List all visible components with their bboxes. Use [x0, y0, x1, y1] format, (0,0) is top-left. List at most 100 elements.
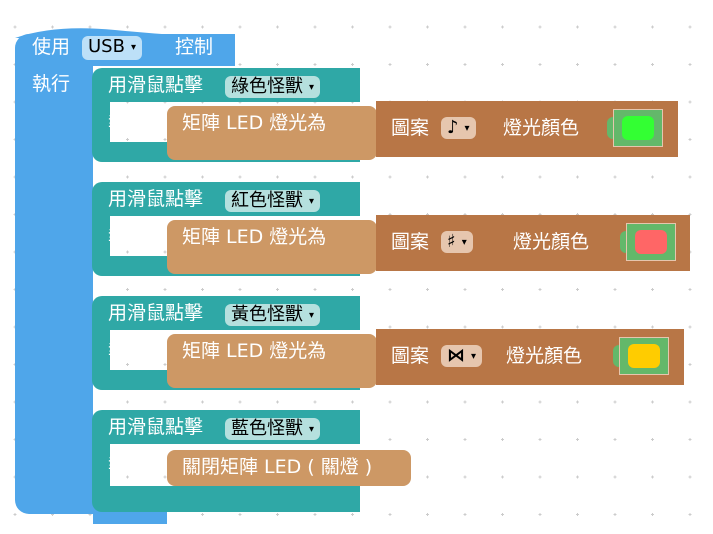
grid-dot: [351, 400, 354, 404]
grid-dot: [613, 25, 617, 29]
grid-dot: [313, 25, 317, 29]
event-label: 用滑鼠點擊: [108, 416, 204, 438]
grid-dot: [538, 288, 542, 291]
grid-dot: [576, 325, 579, 329]
pattern-icon: ♪: [447, 117, 459, 138]
grid-dot: [463, 63, 467, 66]
grid-dot: [426, 175, 429, 179]
pattern-dropdown[interactable]: ⋈▾: [441, 345, 483, 367]
grid-dot: [501, 25, 504, 29]
grid-dot: [576, 438, 579, 441]
grid-dot: [388, 400, 392, 404]
event-label: 用滑鼠點擊: [108, 74, 204, 96]
target-value: 紅色怪獸: [231, 190, 303, 211]
grid-dot: [688, 438, 692, 441]
target-value: 黃色怪獸: [231, 304, 303, 325]
grid-dot: [501, 63, 504, 66]
connection-value: USB: [88, 36, 125, 57]
grid-dot: [163, 25, 167, 29]
grid-dot: [463, 475, 467, 479]
grid-dot: [13, 25, 17, 29]
grid-dot: [463, 513, 467, 516]
grid-dot: [501, 325, 504, 329]
grid-dot: [163, 400, 167, 404]
grid-dot: [388, 63, 392, 66]
grid-dot: [313, 400, 317, 404]
target-value: 藍色怪獸: [231, 418, 303, 439]
target-dropdown[interactable]: 綠色怪獸▾: [225, 76, 321, 98]
color-block[interactable]: [619, 337, 669, 375]
turn-off-matrix-block[interactable]: [167, 450, 411, 486]
grid-dot: [501, 438, 504, 441]
grid-dot: [426, 25, 429, 29]
grid-dot: [126, 175, 129, 179]
event-do-label: 執行: [108, 454, 147, 476]
set-matrix-label: 矩陣 LED 燈光為: [182, 112, 327, 134]
grid-dot: [688, 25, 692, 29]
grid-dot: [538, 513, 542, 516]
set-matrix-block[interactable]: [167, 220, 377, 274]
grid-dot: [501, 513, 504, 516]
grid-dot: [163, 475, 167, 479]
pattern-label: 圖案: [391, 117, 430, 139]
grid-dot: [576, 175, 579, 179]
color-label: 燈光顏色: [506, 345, 583, 367]
grid-dot: [426, 438, 429, 441]
grid-dot: [538, 175, 542, 179]
connection-dropdown[interactable]: USB ▾: [82, 36, 142, 60]
grid-dot: [238, 63, 242, 66]
grid-dot: [88, 25, 92, 29]
grid-dot: [126, 475, 129, 479]
grid-dot: [463, 175, 467, 179]
grid-dot: [51, 25, 54, 29]
grid-dot: [313, 513, 317, 516]
chevron-down-icon: ▾: [130, 42, 136, 53]
color-block[interactable]: [626, 223, 676, 261]
grid-dot: [501, 400, 504, 404]
grid-dot: [276, 175, 279, 179]
grid-dot: [276, 400, 279, 404]
color-swatch[interactable]: [635, 230, 667, 254]
chevron-down-icon: ▾: [309, 82, 315, 93]
event-block-side: [92, 444, 110, 492]
grid-dot: [238, 25, 242, 29]
chevron-down-icon: ▾: [461, 237, 467, 248]
grid-dot: [576, 288, 579, 291]
event-block-side: [92, 102, 110, 148]
grid-dot: [313, 63, 317, 66]
grid-dot: [651, 438, 654, 441]
grid-dot: [613, 175, 617, 179]
root-do-label: 執行: [32, 73, 71, 95]
event-block-footer: [92, 486, 360, 512]
grid-dot: [688, 138, 692, 141]
grid-dot: [463, 288, 467, 291]
target-dropdown[interactable]: 黃色怪獸▾: [225, 304, 321, 326]
grid-dot: [388, 288, 392, 291]
grid-dot: [576, 25, 579, 29]
set-matrix-block[interactable]: [167, 334, 377, 388]
grid-dot: [688, 513, 692, 516]
color-swatch[interactable]: [628, 344, 660, 368]
grid-dot: [238, 288, 242, 291]
target-dropdown[interactable]: 藍色怪獸▾: [225, 418, 321, 440]
pattern-icon: ⋈: [447, 345, 465, 366]
grid-dot: [688, 288, 692, 291]
control-label: 控制: [175, 36, 214, 58]
grid-dot: [613, 438, 617, 441]
pattern-dropdown[interactable]: ♪▾: [441, 117, 476, 139]
set-matrix-block[interactable]: [167, 106, 377, 160]
grid-dot: [351, 25, 354, 29]
target-dropdown[interactable]: 紅色怪獸▾: [225, 190, 321, 212]
color-swatch[interactable]: [622, 116, 654, 140]
color-block[interactable]: [613, 109, 663, 147]
grid-dot: [388, 438, 392, 441]
color-block-connector: [620, 231, 630, 253]
grid-dot: [576, 475, 579, 479]
grid-dot: [426, 63, 429, 66]
pattern-dropdown[interactable]: ♯▾: [441, 231, 473, 253]
grid-dot: [388, 513, 392, 516]
grid-dot: [651, 63, 654, 66]
grid-dot: [276, 63, 279, 66]
grid-dot: [388, 25, 392, 29]
grid-dot: [276, 25, 279, 29]
